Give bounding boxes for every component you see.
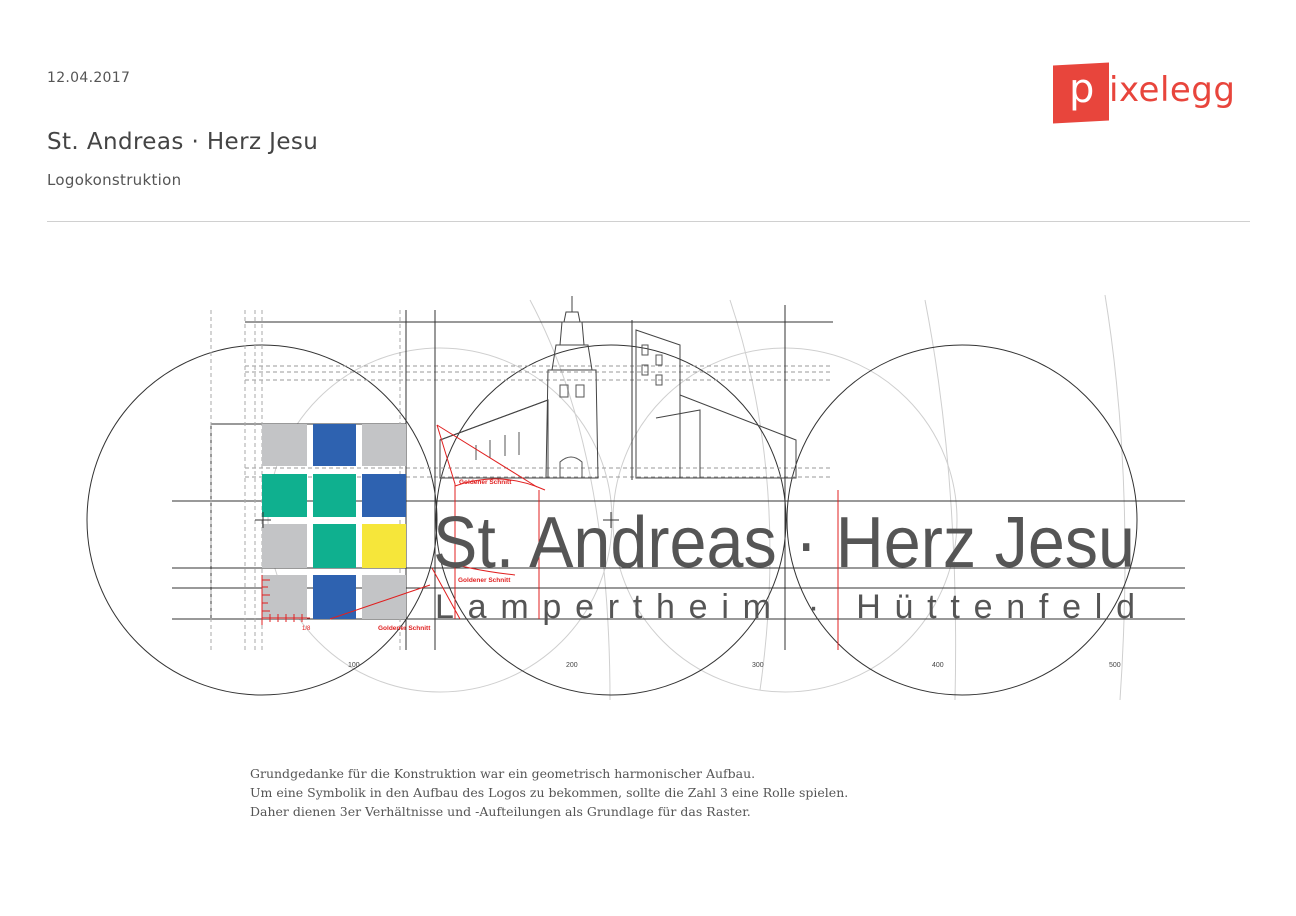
church-sketch (439, 296, 797, 479)
cross-cell (362, 575, 406, 619)
cross-cell (313, 474, 356, 517)
cross-logo-grid (262, 424, 406, 619)
scale-label: 400 (932, 662, 944, 669)
cross-cell (313, 424, 356, 466)
fraction-label: 1/8 (302, 626, 311, 632)
dashed-grid-lines (245, 365, 833, 478)
pixelegg-logo: p ixelegg (1053, 62, 1253, 126)
cross-cell (362, 424, 406, 466)
scale-label: 200 (566, 662, 578, 669)
golden-section-label: Goldener Schnitt (458, 577, 511, 584)
logo-wordmark: ixelegg (1109, 70, 1236, 110)
page-subtitle: Logokonstruktion (47, 171, 182, 189)
logo-initial: p (1069, 66, 1095, 112)
document-date: 12.04.2017 (47, 70, 131, 86)
measure-ticks (262, 579, 303, 622)
wordmark-primary: St. Andreas · Herz Jesu (433, 503, 1135, 583)
cross-cell (362, 524, 406, 568)
scale-label: 100 (348, 662, 360, 669)
main-construction-circles (86, 344, 1138, 696)
cross-cell (313, 575, 356, 619)
header-divider (47, 221, 1250, 222)
cross-cell (313, 524, 356, 568)
description-line: Daher dienen 3er Verhältnisse und -Aufte… (250, 804, 751, 819)
crosshair-marks (255, 512, 619, 528)
scale-label: 300 (752, 662, 764, 669)
cross-cell (262, 524, 307, 568)
golden-section-label: Goldener Schnitt (378, 625, 431, 632)
cross-cell (262, 424, 307, 466)
golden-section-label: Goldener Schnitt (459, 479, 512, 486)
description-text: Grundgedanke für die Konstruktion war ei… (250, 764, 848, 821)
description-line: Um eine Symbolik in den Aufbau des Logos… (250, 785, 849, 800)
description-line: Grundgedanke für die Konstruktion war ei… (250, 766, 756, 781)
wordmark-secondary: Lampertheim · Hüttenfeld (435, 588, 1135, 626)
scale-labels: 100 200 300 400 500 (348, 662, 1121, 669)
logo-construction-drawing: Goldener Schnitt Goldener Schnitt Golden… (86, 294, 1185, 701)
page-title: St. Andreas · Herz Jesu (47, 129, 319, 155)
cross-cell (362, 474, 406, 517)
scale-label: 500 (1109, 662, 1121, 669)
cross-cell (262, 575, 307, 619)
cross-cell (262, 474, 307, 517)
